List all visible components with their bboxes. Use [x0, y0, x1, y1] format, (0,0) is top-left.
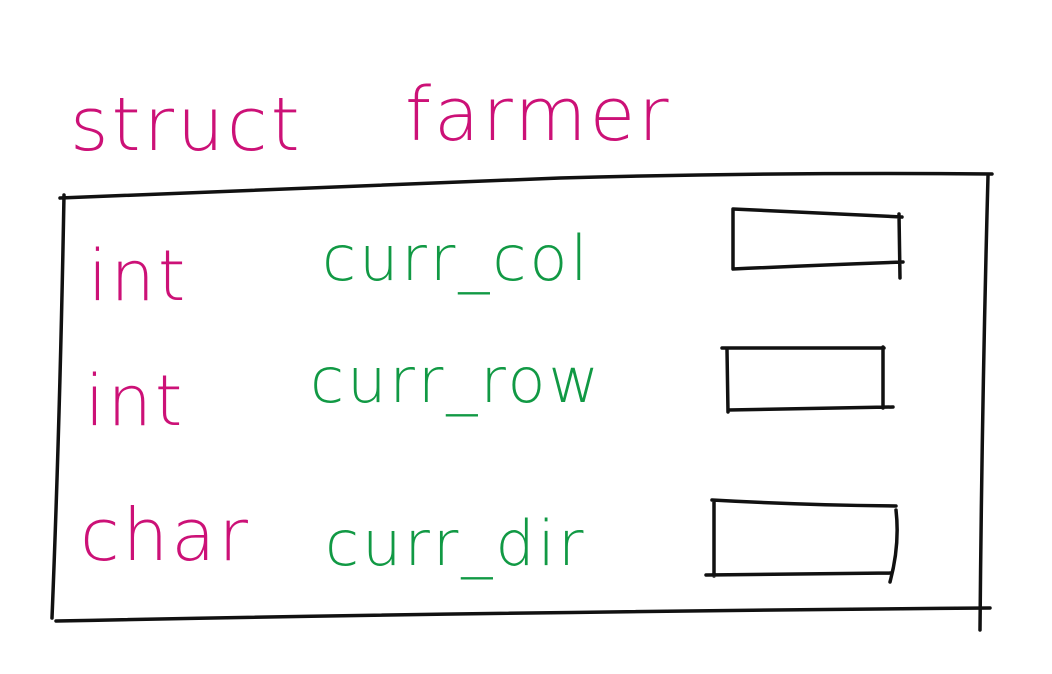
field-name: curr_col: [322, 222, 591, 295]
struct-box-bottom: [54, 606, 992, 623]
field-type: int: [88, 235, 188, 317]
struct-name: farmer: [405, 72, 672, 158]
struct-box-right: [978, 174, 990, 632]
field-row: int curr_row: [85, 344, 895, 442]
struct-keyword: struct: [70, 82, 303, 168]
value-box: [720, 345, 895, 414]
field-name: curr_row: [310, 344, 602, 417]
struct-header: struct farmer: [70, 72, 672, 168]
struct-box-top: [58, 171, 994, 200]
field-row: int curr_col: [88, 207, 905, 317]
field-type: int: [85, 360, 185, 442]
field-name: curr_dir: [325, 507, 586, 580]
field-row: char curr_dir: [80, 493, 899, 584]
value-box: [731, 207, 905, 280]
struct-box: [50, 171, 994, 632]
struct-box-left: [50, 193, 66, 620]
field-type: char: [80, 493, 251, 577]
value-box: [704, 498, 899, 584]
